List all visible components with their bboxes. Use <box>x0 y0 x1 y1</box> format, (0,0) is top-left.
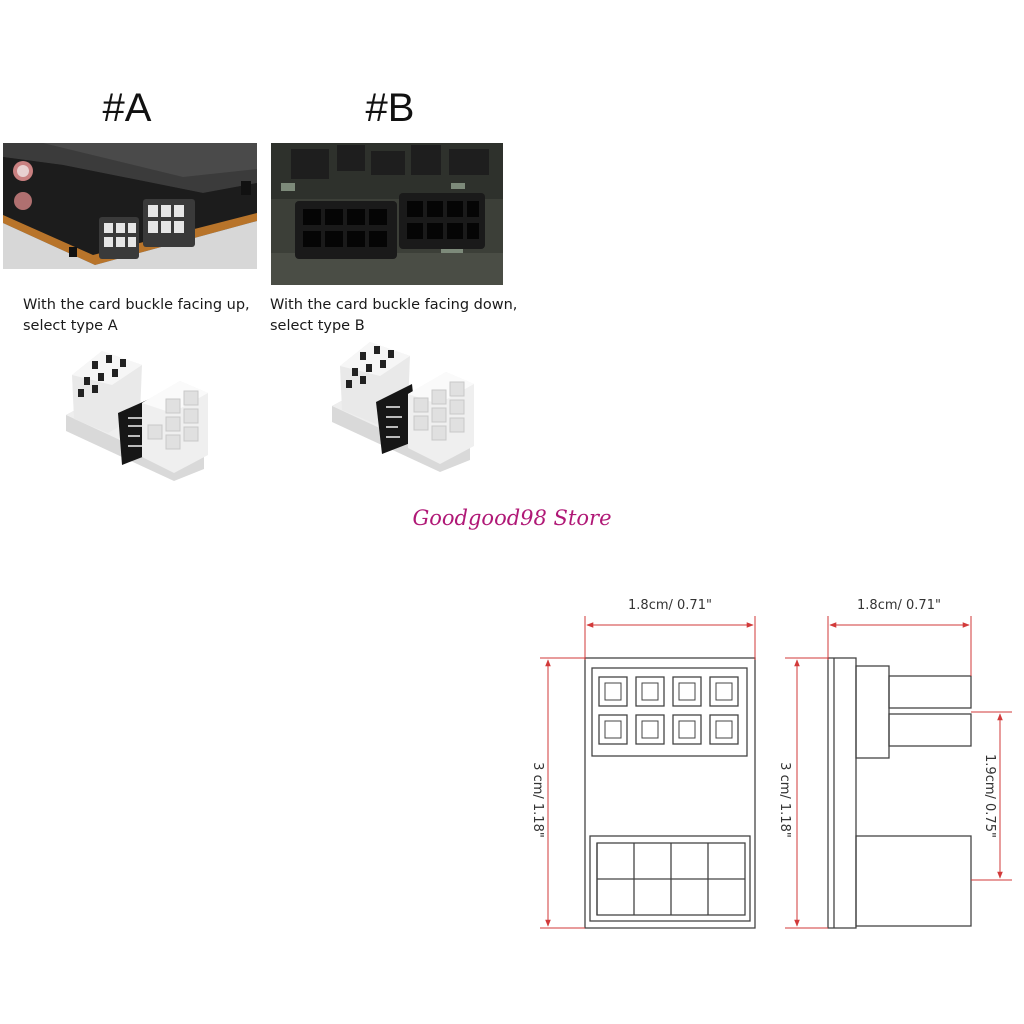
type-b-caption: With the card buckle facing down, select… <box>270 295 517 337</box>
type-a-card-photo <box>3 143 257 269</box>
side-width-label: 1.8cm/ 0.71" <box>857 598 941 613</box>
type-a-caption-line1: With the card buckle facing up, <box>23 297 250 313</box>
type-a-label: #A <box>102 86 152 130</box>
type-b-caption-line2: select type B <box>270 318 365 334</box>
front-height-label: 3 cm/ 1.18" <box>530 762 545 838</box>
front-view <box>584 657 756 929</box>
type-b-caption-line1: With the card buckle facing down, <box>270 297 518 313</box>
type-b-adapter-photo <box>332 342 474 472</box>
pin-height-label: 1.9cm/ 0.75" <box>982 754 997 838</box>
type-b-card-photo <box>271 143 503 285</box>
side-view <box>827 657 972 929</box>
front-width-label: 1.8cm/ 0.71" <box>628 598 712 613</box>
store-watermark: Goodgood98 Store <box>412 506 612 530</box>
type-a-adapter-photo <box>66 351 208 481</box>
side-height-label: 3 cm/ 1.18" <box>777 762 792 838</box>
type-b-label: #B <box>365 86 415 130</box>
type-a-caption: With the card buckle facing up, select t… <box>23 295 250 337</box>
type-a-caption-line2: select type A <box>23 318 118 334</box>
